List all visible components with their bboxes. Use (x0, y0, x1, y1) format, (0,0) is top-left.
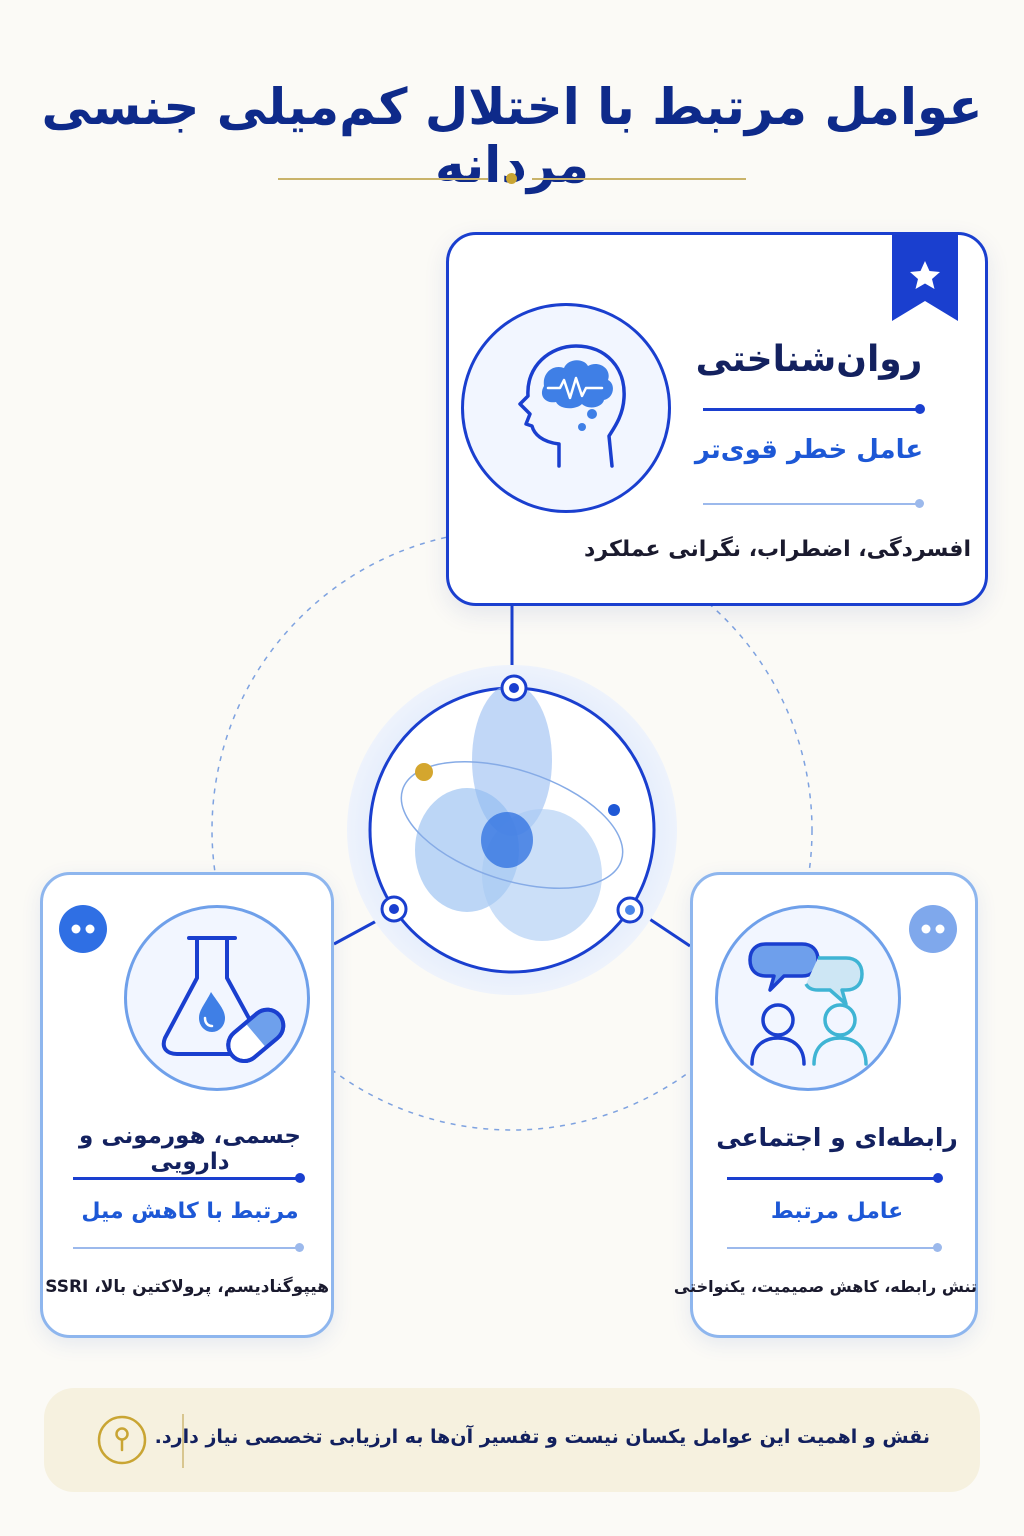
central-diagram (347, 665, 677, 995)
card-physical: جسمی، هورمونی و دارویی مرتبط با کاهش میل… (40, 872, 334, 1338)
psych-sub-rule-dot (915, 499, 924, 508)
star-bookmark-icon (892, 235, 958, 321)
psych-subtitle: عامل خطر قوی‌تر (694, 435, 924, 465)
note-text: نقش و اهمیت این عوامل یکسان نیست و تفسیر… (154, 1426, 930, 1448)
people-chat-icon (748, 942, 868, 1066)
dots-badge-icon (909, 905, 957, 953)
note-divider (182, 1414, 184, 1468)
head-brain-icon (518, 344, 626, 468)
node-left (380, 895, 408, 923)
psych-title-rule (703, 408, 917, 411)
psych-description: افسردگی، اضطراب، نگرانی عملکرد (584, 537, 971, 562)
dots-badge-icon (59, 905, 107, 953)
social-subtitle: عامل مرتبط (770, 1199, 904, 1224)
psych-title-rule-dot (915, 404, 925, 414)
title-rule-left (278, 178, 488, 180)
physical-description: هیپوگنادیسم، پرولاکتین بالا، SSRI (45, 1277, 329, 1297)
node-right (616, 896, 644, 924)
physical-sub-rule-dot (295, 1243, 304, 1252)
note-bar: نقش و اهمیت این عوامل یکسان نیست و تفسیر… (44, 1388, 980, 1492)
connector-left (333, 916, 383, 946)
physical-sub-rule (73, 1247, 297, 1249)
physical-subtitle: مرتبط با کاهش میل (81, 1199, 299, 1224)
social-title-rule (727, 1177, 935, 1180)
node-top (500, 674, 528, 702)
social-title: رابطه‌ای و اجتماعی (716, 1123, 958, 1152)
overlapping-circles-icon (400, 684, 624, 941)
title-ornament-dot (506, 173, 517, 184)
physical-title-rule (73, 1177, 297, 1180)
flask-pill-icon (161, 936, 286, 1063)
social-description: تنش رابطه، کاهش صمیمیت، یکنواختی (673, 1277, 977, 1296)
physical-title-rule-dot (295, 1173, 305, 1183)
social-icon-circle (715, 905, 901, 1091)
psych-title: روان‌شناختی (695, 339, 923, 380)
page-title: عوامل مرتبط با اختلال کم‌میلی جنسی مردان… (41, 78, 983, 194)
lightbulb-icon (97, 1415, 147, 1465)
psych-sub-rule (703, 503, 917, 505)
card-psychological: روان‌شناختی عامل خطر قوی‌تر افسردگی، اضط… (446, 232, 988, 606)
physical-title: جسمی، هورمونی و دارویی (79, 1123, 301, 1175)
social-title-rule-dot (933, 1173, 943, 1183)
physical-icon-circle (124, 905, 310, 1091)
card-social: رابطه‌ای و اجتماعی عامل مرتبط تنش رابطه،… (673, 872, 978, 1338)
outer-dashed-ring (211, 529, 813, 1131)
social-sub-rule-dot (933, 1243, 942, 1252)
title-rule-right (532, 178, 746, 180)
psych-icon-circle (461, 303, 671, 513)
social-sub-rule (727, 1247, 935, 1249)
